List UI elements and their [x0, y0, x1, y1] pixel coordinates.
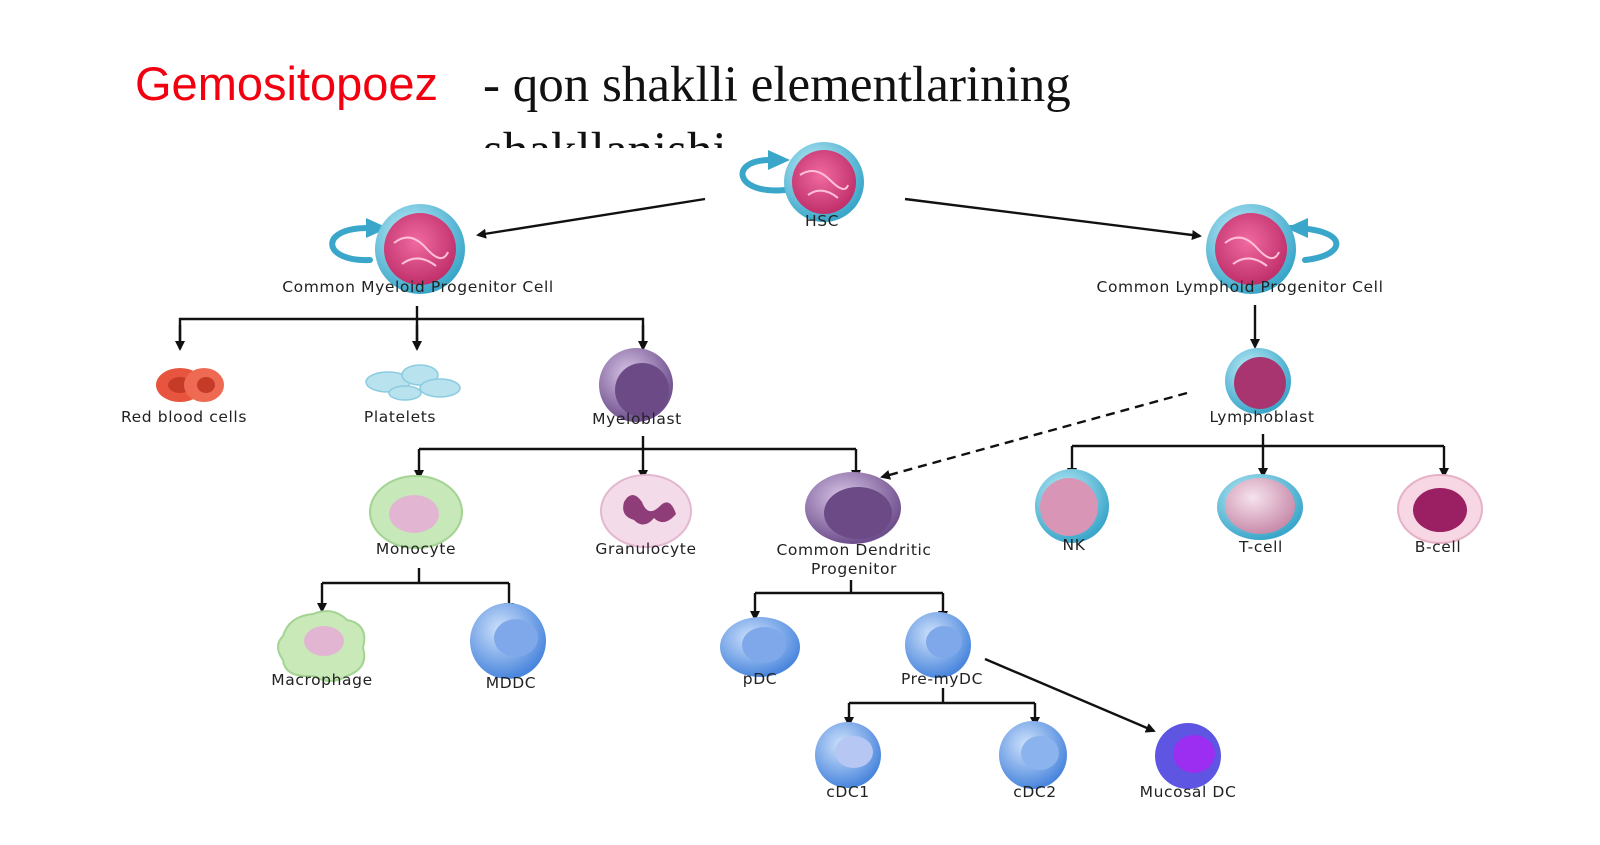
label-cdc2: cDC2	[1013, 783, 1057, 801]
label-mucosal: Mucosal DC	[1140, 783, 1237, 801]
pdc-cell-icon	[720, 617, 800, 677]
title-clip: Gemositopoez - qon shaklli elementlarini…	[135, 52, 1335, 148]
label-cdp: Common Dendritic	[776, 541, 931, 559]
label-hsc: HSC	[805, 212, 839, 230]
mucosal-dc-cell-icon	[1155, 723, 1221, 789]
tcell-icon	[1217, 474, 1303, 540]
nk-cell-icon	[1035, 469, 1109, 543]
monocyte-cell-icon	[369, 475, 463, 549]
granulocyte-cell-icon	[600, 474, 692, 548]
mddc-cell-icon	[470, 603, 546, 679]
arrow-hsc-clp	[904, 197, 1202, 240]
label-monocyte: Monocyte	[376, 540, 456, 558]
cdc2-cell-icon	[999, 721, 1067, 789]
clp-cell-icon	[1206, 204, 1296, 294]
node-labels: HSC Common Myeloid Progenitor Cell Commo…	[121, 212, 1461, 801]
label-mddc: MDDC	[486, 674, 536, 692]
bracket-myeloblast	[419, 436, 856, 451]
myeloblast-cell-icon	[599, 348, 673, 422]
title-description: - qon shaklli elementlarining shakllanis…	[483, 57, 1071, 148]
label-rbc: Red blood cells	[121, 408, 247, 426]
label-clp: Common Lymphoid Progenitor Cell	[1097, 278, 1384, 296]
bracket-monocyte	[322, 568, 509, 585]
hsc-cell-icon	[784, 142, 864, 222]
rbc-cell-icon	[156, 368, 224, 402]
arrow-mucosal	[984, 657, 1156, 733]
label-tcell: T-cell	[1238, 538, 1283, 556]
bracket-cdp	[755, 580, 943, 595]
label-cmp: Common Myeloid Progenitor Cell	[282, 278, 554, 296]
label-granulocyte: Granulocyte	[595, 540, 696, 558]
label-nk: NK	[1063, 536, 1086, 554]
label-platelets: Platelets	[364, 408, 436, 426]
label-myeloblast: Myeloblast	[592, 410, 682, 428]
label-bcell: B-cell	[1415, 538, 1462, 556]
macrophage-cell-icon	[277, 610, 366, 682]
bracket-premydc	[849, 688, 1035, 705]
cmp-cell-icon	[375, 204, 465, 294]
label-pdc: pDC	[743, 670, 777, 688]
cdc1-cell-icon	[815, 722, 881, 788]
label-macrophage: Macrophage	[271, 671, 372, 689]
bcell-icon	[1397, 474, 1483, 544]
platelets-icon	[365, 364, 461, 401]
lymphoblast-cell-icon	[1225, 348, 1291, 414]
label-premydc: Pre-myDC	[901, 670, 983, 688]
connector-lines	[175, 197, 1449, 733]
label-cdp-2: Progenitor	[811, 560, 897, 578]
slide-title: Gemositopoez - qon shaklli elementlarini…	[135, 52, 1335, 152]
dashed-lymphoblast-cdp	[880, 391, 1188, 480]
premydc-cell-icon	[905, 612, 971, 678]
label-cdc1: cDC1	[826, 783, 870, 801]
arrow-hsc-cmp	[476, 197, 706, 239]
title-keyword: Gemositopoez	[135, 57, 439, 110]
bracket-lymphoblast	[1072, 434, 1444, 448]
cdp-cell-icon	[805, 472, 901, 544]
label-lymphoblast: Lymphoblast	[1209, 408, 1314, 426]
bracket-cmp	[178, 306, 645, 341]
